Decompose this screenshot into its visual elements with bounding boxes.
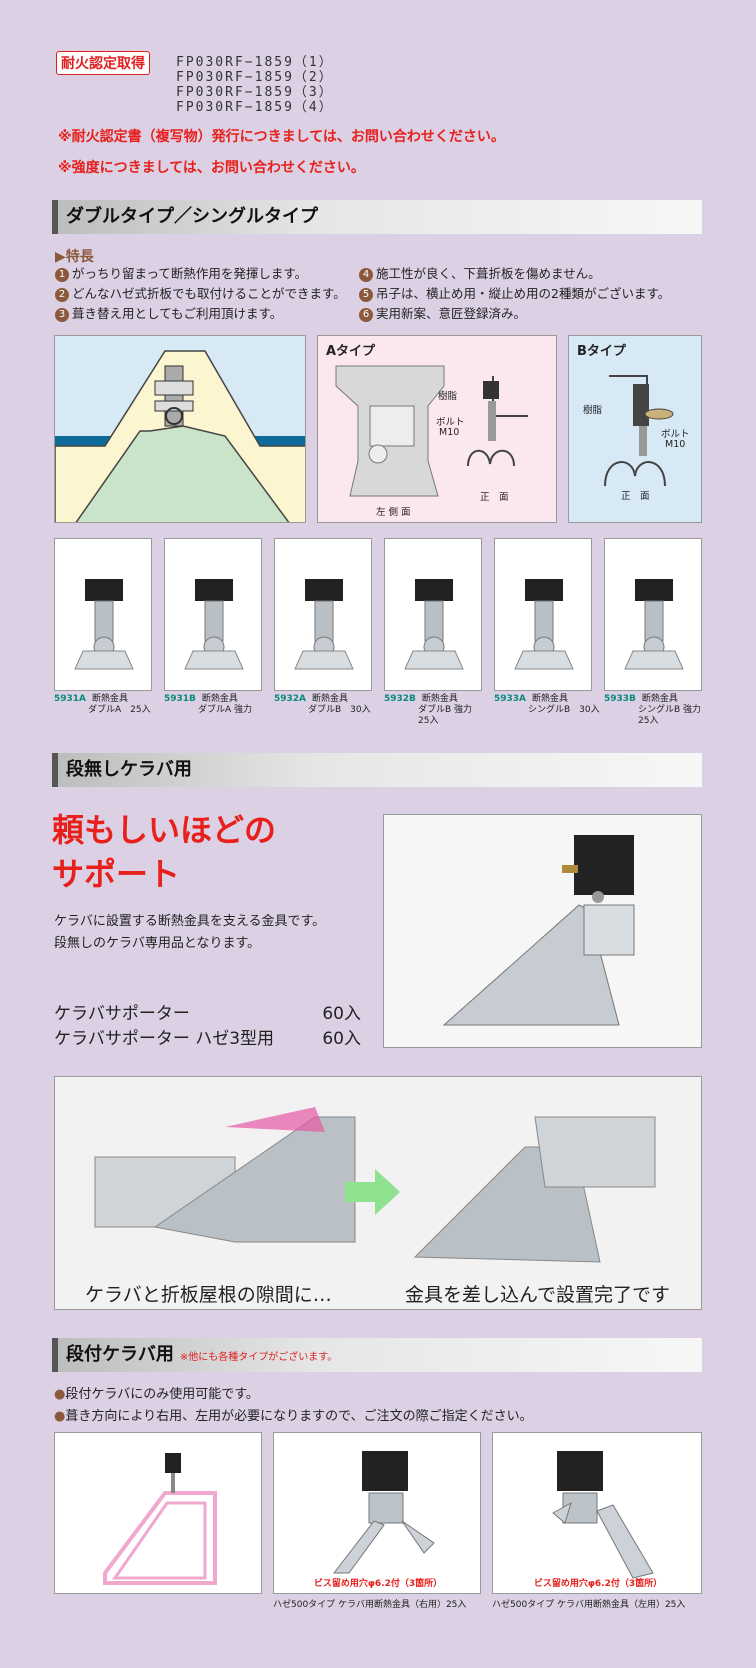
a-type-m10-label: M10: [439, 427, 460, 438]
cert-code: FP030RF−1859（4）: [176, 100, 334, 115]
b-type-front-label: 正 面: [621, 491, 650, 502]
catchphrase: 頼もしいほどの サポート: [52, 808, 276, 896]
kerabastep-description: ケラバに設置する断熱金具を支える金具です。 段無しのケラバ専用品となります。: [54, 914, 326, 951]
roof-cross-section-diagram: [54, 335, 306, 523]
section-title: ダブルタイプ／シングルタイプ: [66, 206, 318, 227]
b-type-resin-label: 樹脂: [583, 405, 603, 416]
section-title: 段付ケラバ用: [66, 1344, 174, 1365]
section-header-double-single: ダブルタイプ／シングルタイプ: [52, 200, 702, 234]
b-type-diagram: Bタイプ 樹脂 ボルト M10 正 面: [568, 335, 702, 523]
product-thumbnail: [384, 538, 482, 691]
product-code: 5931B: [164, 694, 196, 704]
section-header-stepped: 段付ケラバ用 ※他にも各種タイプがございます。: [52, 1338, 702, 1372]
product-thumbnail: [54, 538, 152, 691]
section-title: 段無しケラバ用: [66, 759, 192, 780]
section-note: ※他にも各種タイプがございます。: [179, 1352, 338, 1363]
fire-cert-codes: FP030RF−1859（1） FP030RF−1859（2） FP030RF−…: [176, 55, 334, 115]
product-thumbnail: [494, 538, 592, 691]
install-before-after-photo: ケラバと折板屋根の隙間に… 金具を差し込んで設置完了です: [54, 1076, 702, 1310]
catchphrase-line: 頼もしいほどの: [52, 811, 277, 849]
stepped-diagram: [54, 1432, 262, 1594]
fire-note: ※耐火認定書（複写物）発行につきましては、お問い合わせください。: [58, 129, 505, 145]
product-thumbnail: [274, 538, 372, 691]
a-type-diagram: Aタイプ 樹脂 ボルト M10 正 面 左 側 面: [317, 335, 557, 523]
caption-after: 金具を差し込んで設置完了です: [405, 1284, 671, 1306]
right-product-caption: ハゼ500タイプ ケラバ用断熱金具（右用）25入: [273, 1600, 467, 1610]
cert-code: FP030RF−1859（2）: [176, 70, 334, 85]
catchphrase-line: サポート: [52, 855, 181, 893]
stepped-bullets: ●段付ケラバにのみ使用可能です。 ●葺き方向により右用、左用が必要になりますので…: [54, 1384, 533, 1428]
a-type-side-label: 左 側 面: [376, 507, 411, 518]
cert-code: FP030RF−1859（1）: [176, 55, 334, 70]
a-type-resin-label: 樹脂: [438, 391, 458, 402]
hole-note: ビス留め用穴φ6.2付（3箇所）: [533, 1579, 663, 1589]
a-type-title: Aタイプ: [326, 344, 376, 359]
stepped-product-left: ビス留め用穴φ6.2付（3箇所）: [492, 1432, 702, 1594]
bullet-item: ●葺き方向により右用、左用が必要になりますので、ご注文の際ご指定ください。: [54, 1409, 533, 1424]
bullet-item: ●段付ケラバにのみ使用可能です。: [54, 1387, 259, 1402]
product-code: 5932A: [274, 694, 307, 704]
features-heading: ▶特長: [55, 249, 94, 265]
product-code: 5933B: [604, 694, 636, 704]
product-code: 5931A: [54, 694, 87, 704]
b-type-bolt-label: ボルト: [661, 429, 690, 440]
fire-cert-badge: 耐火認定取得: [56, 51, 150, 75]
a-type-bolt-label: ボルト: [436, 417, 465, 428]
cert-code: FP030RF−1859（3）: [176, 85, 334, 100]
product-code: 5933A: [494, 694, 527, 704]
product-code: 5932B: [384, 694, 416, 704]
section-header-kerabastep: 段無しケラバ用: [52, 753, 702, 787]
stepped-product-right: ビス留め用穴φ6.2付（3箇所）: [273, 1432, 481, 1594]
product-thumbnail: [164, 538, 262, 691]
hole-note: ビス留め用穴φ6.2付（3箇所）: [313, 1579, 443, 1589]
product-thumbnail: [604, 538, 702, 691]
b-type-title: Bタイプ: [577, 344, 626, 359]
kerabastep-product-photo: [383, 814, 702, 1048]
a-type-front-label: 正 面: [480, 492, 509, 503]
left-product-caption: ハゼ500タイプ ケラバ用断熱金具（左用）25入: [492, 1600, 686, 1610]
strength-note: ※強度につきましては、お問い合わせください。: [58, 160, 365, 176]
b-type-m10-label: M10: [665, 439, 686, 450]
caption-before: ケラバと折板屋根の隙間に…: [85, 1284, 332, 1306]
